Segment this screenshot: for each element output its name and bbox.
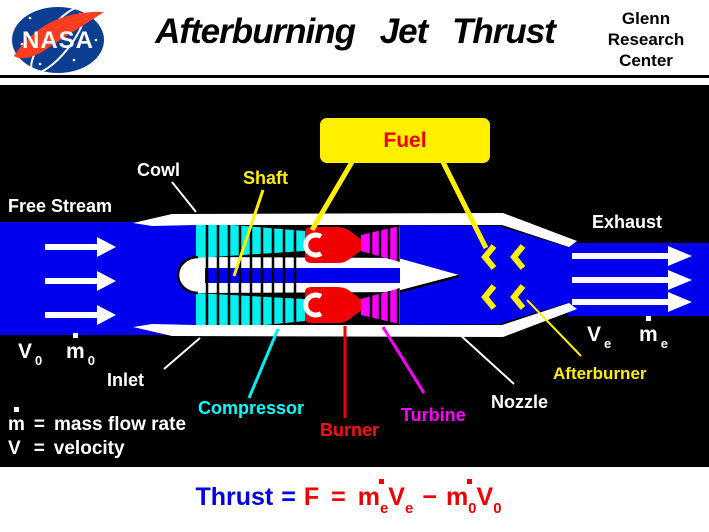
- org-name: Glenn Research Center: [591, 8, 701, 71]
- org-line: Center: [619, 51, 673, 70]
- mass-flow-legend: m=mass flow rate: [8, 407, 186, 436]
- header-rule: [0, 75, 709, 78]
- velocity-legend: V=velocity: [8, 438, 125, 459]
- inlet-spinner: [176, 255, 199, 295]
- turbine-label: Turbine: [401, 405, 466, 425]
- shaft-label: Shaft: [243, 168, 288, 188]
- overdot-icon: [646, 316, 652, 321]
- org-line: Glenn: [621, 9, 671, 28]
- nasa-logo: NASA: [12, 6, 104, 74]
- burner-label: Burner: [320, 420, 380, 440]
- burner-swirl-icon: [303, 232, 323, 258]
- inlet-pointer: [163, 337, 201, 370]
- shaft-bar: [205, 268, 400, 283]
- tail-cone-shadow: [397, 274, 460, 294]
- casing-bottom: [133, 303, 577, 337]
- burner-swirl-icon: [303, 292, 323, 318]
- exhaust-arrows-icon: [572, 246, 692, 312]
- fuel-line-afterburner: [440, 160, 489, 250]
- free-stream-label: Free Stream: [8, 196, 113, 216]
- compressor-label: Compressor: [198, 398, 305, 418]
- nozzle-pointer: [457, 332, 515, 385]
- afterburner-pointer: [526, 299, 582, 357]
- compressor-stage-lines: [205, 222, 297, 332]
- eq-ve: Ve: [388, 483, 414, 517]
- afterburner-label: Afterburner: [553, 364, 647, 383]
- turbine-pointer: [381, 326, 426, 394]
- casing-top: [133, 213, 577, 247]
- overdot-icon: [73, 333, 79, 338]
- overdot-icon: [467, 479, 473, 484]
- eq-v0: V0: [476, 483, 502, 517]
- swoosh-icon: [14, 11, 104, 59]
- eq-thrust: Thrust: [195, 483, 274, 511]
- cowl-label: Cowl: [137, 160, 180, 180]
- afterburner-duct: [400, 225, 568, 325]
- page-title: Afterburning Jet Thrust: [155, 12, 556, 51]
- nozzle-label: Nozzle: [491, 392, 549, 412]
- fuel-line-burner: [309, 160, 355, 232]
- overdot-icon: [14, 407, 20, 412]
- cowl-pointer: [171, 181, 197, 213]
- eq-minus: −: [422, 483, 437, 511]
- fuel-box: [320, 118, 490, 163]
- eq-equals: =: [331, 483, 346, 511]
- nasa-logo-text: NASA: [22, 27, 94, 54]
- free-stream-arrows-icon: [45, 237, 116, 325]
- fuel-label: Fuel: [383, 129, 427, 152]
- shaft-pointer: [232, 189, 265, 277]
- exhaust-label: Exhaust: [592, 212, 663, 232]
- eq-equals: =: [281, 483, 296, 511]
- eq-f: F: [303, 483, 320, 511]
- inlet-label: Inlet: [107, 370, 145, 390]
- flame-holder-icon: [481, 244, 526, 310]
- compressor-pointer: [247, 328, 280, 399]
- overdot-icon: [378, 479, 384, 484]
- org-line: Research: [607, 30, 685, 49]
